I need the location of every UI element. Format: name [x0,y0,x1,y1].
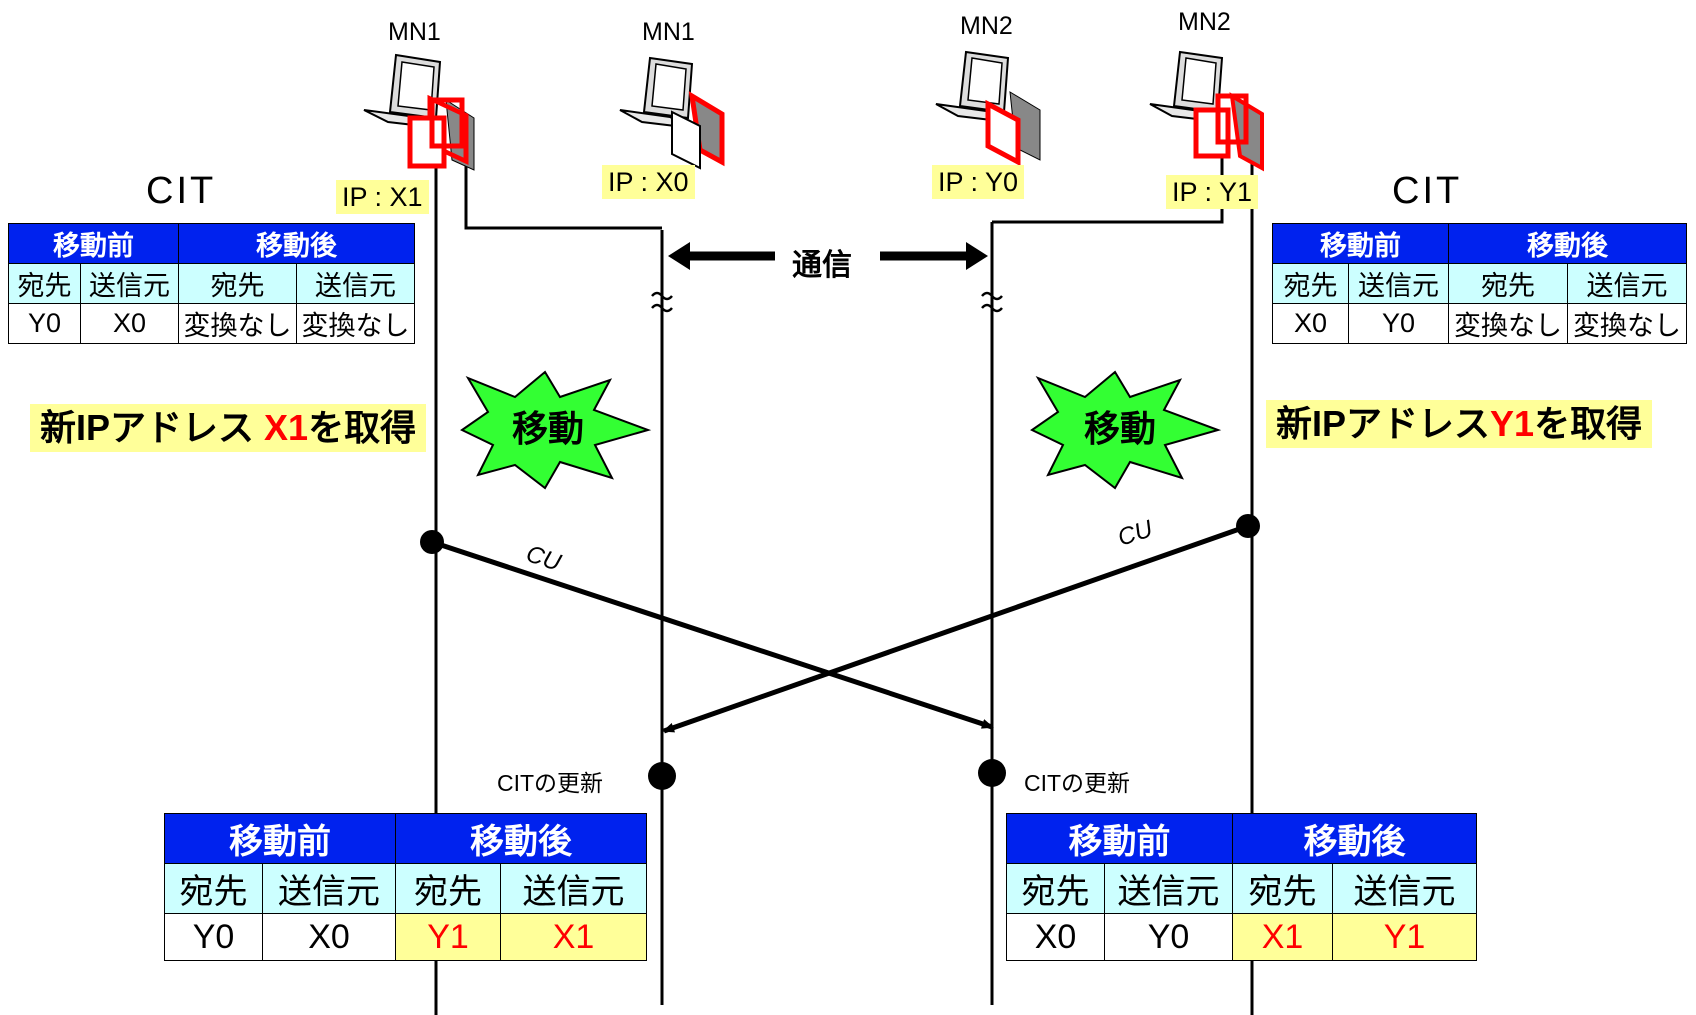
cell-src-after-updated: X1 [500,913,647,961]
ip-label-mn2-new: IP : Y1 [1166,175,1259,209]
ip-label-mn2-old: IP : Y0 [932,165,1025,199]
cell-dest-before: Y0 [164,913,263,961]
move-label-left: 移動 [512,408,585,449]
header-before: 移動前 [1006,813,1233,864]
header-before: 移動前 [164,813,396,864]
header-src: 送信元 [262,863,396,914]
move-label-right: 移動 [1084,408,1157,449]
cell-dest-after: 変換なし [1448,303,1568,344]
laptop-icon-mn2-new [1149,50,1264,172]
cell-dest-after-updated: Y1 [395,913,501,961]
header-dest: 宛先 [1448,263,1568,304]
cit-update-dot-left [648,762,676,790]
header-dest: 宛先 [1006,863,1105,914]
header-src: 送信元 [80,263,179,304]
header-src: 送信元 [500,863,647,914]
cit-heading-left: CIT [146,170,217,212]
cu-origin-dot-left [420,530,444,554]
header-src: 送信元 [296,263,415,304]
header-before: 移動前 [8,223,179,264]
cell-src-before: X0 [262,913,396,961]
cell-dest-after-updated: X1 [1232,913,1333,961]
ip-label-mn1-new: IP : X1 [336,180,429,214]
cit-heading-right: CIT [1392,170,1463,212]
cell-src-before: Y0 [1104,913,1233,961]
header-after: 移動後 [1448,223,1687,264]
new-ip-suffix: を取得 [308,407,417,448]
header-src: 送信元 [1348,263,1449,304]
new-ip-address: X1 [264,407,309,448]
laptop-icon-mn1-new [363,53,475,171]
cell-dest-before: Y0 [8,303,81,344]
cell-dest-after: 変換なし [178,303,297,344]
node-label-mn1-new: MN1 [388,18,441,46]
node-label-mn2-new: MN2 [1178,8,1231,36]
cit-update-label-left: CITの更新 [497,770,604,796]
header-dest: 宛先 [395,863,501,914]
header-before: 移動前 [1272,223,1449,264]
node-label-mn2-old: MN2 [960,12,1013,40]
cell-src-before: X0 [80,303,179,344]
ip-label-mn1-old: IP : X0 [602,165,695,199]
communication-label: 通信 [788,240,856,284]
header-dest: 宛先 [164,863,263,914]
header-dest: 宛先 [8,263,81,304]
new-ip-note-left: 新IPアドレス X1を取得 [30,404,427,452]
header-src: 送信元 [1332,863,1477,914]
move-star-left [460,370,652,490]
cit-update-dot-right [978,759,1006,787]
header-dest: 宛先 [1272,263,1349,304]
new-ip-note-right: 新IPアドレスY1を取得 [1266,400,1653,448]
connector-mn1 [464,150,662,230]
cell-dest-before: X0 [1006,913,1105,961]
header-dest: 宛先 [178,263,297,304]
communication-arrow [668,242,988,270]
header-after: 移動後 [178,223,415,264]
header-src: 送信元 [1104,863,1233,914]
cu-arrow-mn2-to-mn1 [662,523,1249,734]
break-symbol-left [651,291,673,313]
cell-src-after: 変換なし [296,303,415,344]
laptop-icon-mn2-old [935,50,1041,167]
header-dest: 宛先 [1232,863,1333,914]
header-after: 移動後 [395,813,647,864]
cell-dest-before: X0 [1272,303,1349,344]
cell-src-after: 変換なし [1567,303,1687,344]
cell-src-after-updated: Y1 [1332,913,1477,961]
cit-update-label-right: CITの更新 [1024,770,1131,796]
break-symbol-right [981,291,1003,313]
move-star-right [1030,370,1222,490]
new-ip-address: Y1 [1490,403,1535,444]
new-ip-suffix: を取得 [1534,403,1643,444]
header-src: 送信元 [1567,263,1687,304]
new-ip-prefix: 新IPアドレス [1276,403,1491,444]
node-label-mn1-old: MN1 [642,18,695,46]
cu-origin-dot-right [1236,514,1260,538]
cu-arrow-mn1-to-mn2 [431,539,994,730]
new-ip-prefix: 新IPアドレス [40,407,265,448]
header-after: 移動後 [1232,813,1477,864]
cell-src-before: Y0 [1348,303,1449,344]
laptop-icon-mn1-old [619,56,725,170]
connector-mn2 [992,150,1224,224]
